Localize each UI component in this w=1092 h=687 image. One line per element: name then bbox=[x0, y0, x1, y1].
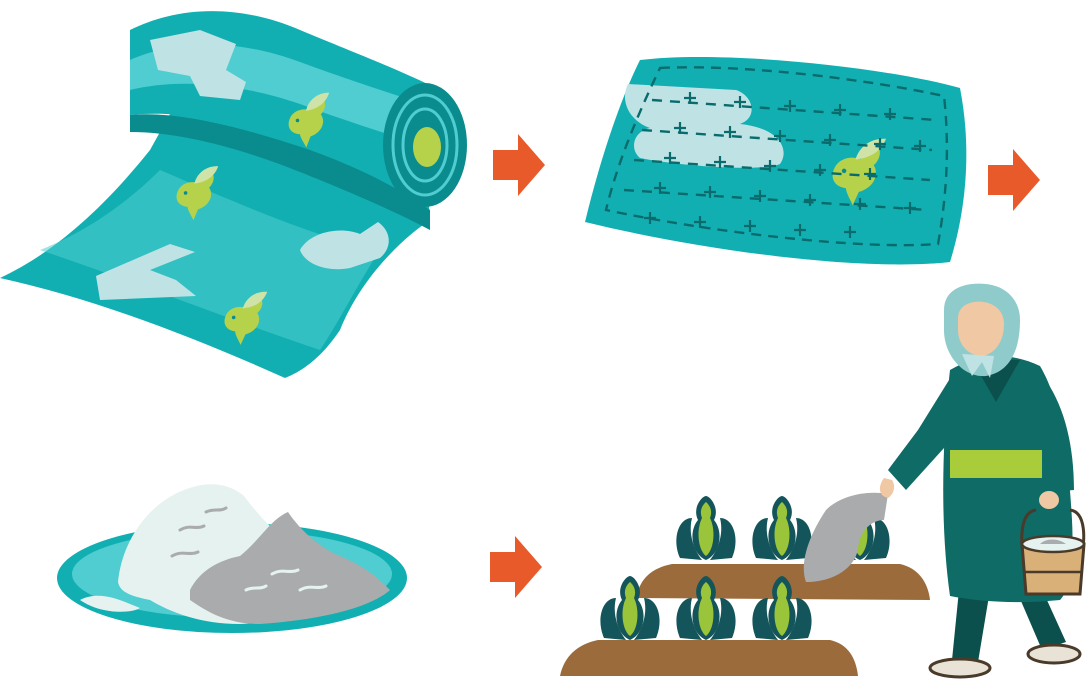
sashiko-stitched-cloth-icon bbox=[585, 56, 967, 265]
fabric-roll-icon bbox=[0, 11, 467, 378]
arrow-right-icon bbox=[493, 134, 545, 196]
farmer-spreading-ash-icon bbox=[560, 283, 1086, 679]
farmer bbox=[879, 283, 1086, 679]
arrow-right-icon bbox=[988, 149, 1040, 211]
arrow-right-icon bbox=[490, 536, 542, 598]
ash-pile-icon bbox=[57, 484, 407, 633]
